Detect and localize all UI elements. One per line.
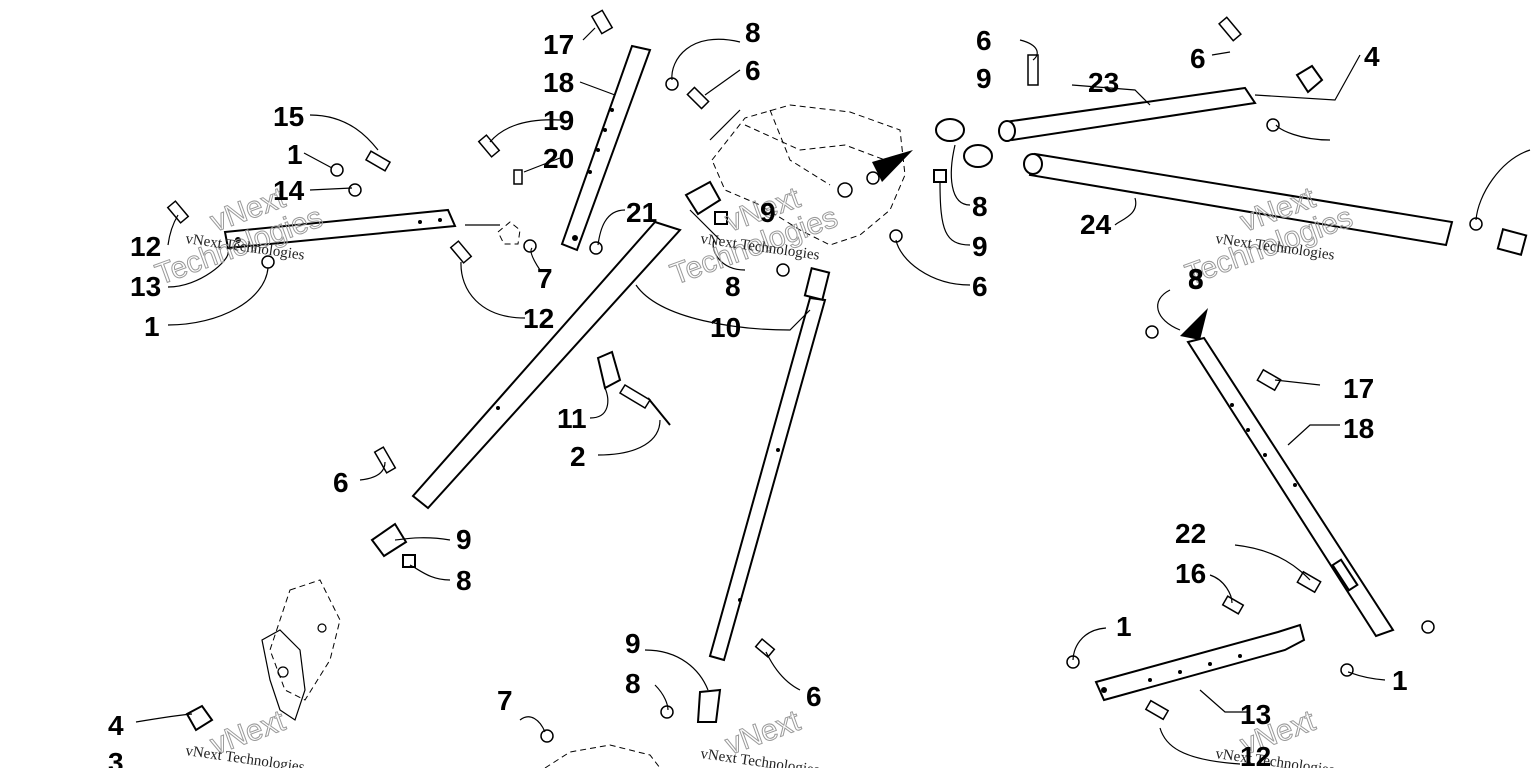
callout-label: 14 — [273, 175, 305, 206]
callout-label: 6 — [976, 25, 992, 56]
sleeves-9-right — [933, 118, 993, 183]
callout-label: 6 — [745, 55, 761, 86]
callout-label: 8 — [1188, 264, 1204, 295]
callout-label: 12 — [1240, 741, 1271, 768]
callout-label: 9 — [972, 231, 988, 262]
callout-label: 21 — [626, 197, 657, 228]
cap-4-bottom — [185, 704, 214, 732]
callout-label: 6 — [972, 271, 988, 302]
callout-label: 9 — [976, 63, 992, 94]
clamp-9-lower-left — [370, 522, 416, 568]
callout-label: 7 — [497, 685, 513, 716]
callout-labels: 17 8 18 6 6 9 23 6 4 15 19 1 20 14 12 13… — [108, 17, 1408, 768]
callout-label: 7 — [537, 263, 553, 294]
brace-14-left — [223, 208, 457, 250]
callout-label: 8 — [456, 565, 472, 596]
callout-label: 16 — [1175, 558, 1206, 589]
callout-label: 12 — [130, 231, 161, 262]
callout-label: 11 — [557, 403, 587, 434]
callout-label: 10 — [710, 312, 741, 343]
callout-label: 20 — [543, 143, 574, 174]
arrow-marker-right — [1180, 308, 1208, 340]
cap-4-top — [1295, 64, 1324, 94]
callout-label: 9 — [456, 524, 472, 555]
callout-label: 8 — [972, 191, 988, 222]
fitting-11 — [596, 350, 622, 390]
callout-label: 18 — [543, 67, 574, 98]
callout-label: 4 — [1364, 41, 1380, 72]
callout-label: 6 — [806, 681, 822, 712]
brace-18-top — [560, 44, 652, 252]
callout-label: 17 — [543, 29, 574, 60]
arrow-marker-top — [872, 150, 913, 182]
callout-label: 2 — [570, 441, 586, 472]
callout-label: 6 — [333, 467, 349, 498]
clamp-9-upper-left — [684, 180, 728, 225]
tube-10-left — [411, 220, 682, 510]
fasteners — [166, 9, 1483, 743]
callout-label: 9 — [760, 197, 776, 228]
callout-label: 13 — [130, 271, 161, 302]
callout-label: 8 — [745, 17, 761, 48]
callout-label: 8 — [725, 271, 741, 302]
frame-body-outline — [711, 104, 906, 246]
leader-lines — [135, 27, 1531, 765]
callout-label: 24 — [1080, 209, 1112, 240]
callout-label: 23 — [1088, 67, 1119, 98]
callout-label: 15 — [273, 101, 304, 132]
callout-label: 13 — [1240, 699, 1271, 730]
callout-label: 22 — [1175, 518, 1206, 549]
callout-label: 6 — [1190, 43, 1206, 74]
tube-24 — [1023, 152, 1454, 247]
callout-label: 8 — [1188, 263, 1204, 294]
callout-label: 12 — [523, 303, 554, 334]
callout-label: 4 — [108, 710, 124, 741]
callout-label: 1 — [1392, 665, 1408, 696]
callout-label: 19 — [543, 105, 574, 136]
end-cap-right — [1496, 228, 1528, 256]
callout-label: 1 — [1116, 611, 1132, 642]
lower-bracket-outline — [544, 744, 661, 768]
callout-label: 3 — [108, 747, 124, 768]
callout-label: 1 — [287, 139, 303, 170]
callout-label: 1 — [144, 311, 160, 342]
callout-label: 8 — [625, 668, 641, 699]
tube-10-right — [708, 267, 831, 662]
small-bracket-outline — [497, 221, 521, 245]
lower-left-mount — [261, 579, 341, 721]
callout-label: 9 — [625, 628, 641, 659]
clamp-9-bottom — [696, 688, 722, 723]
callout-label: 17 — [1343, 373, 1374, 404]
callout-label: 18 — [1343, 413, 1374, 444]
tube-23 — [998, 86, 1257, 142]
brace-13-right — [1094, 623, 1306, 702]
